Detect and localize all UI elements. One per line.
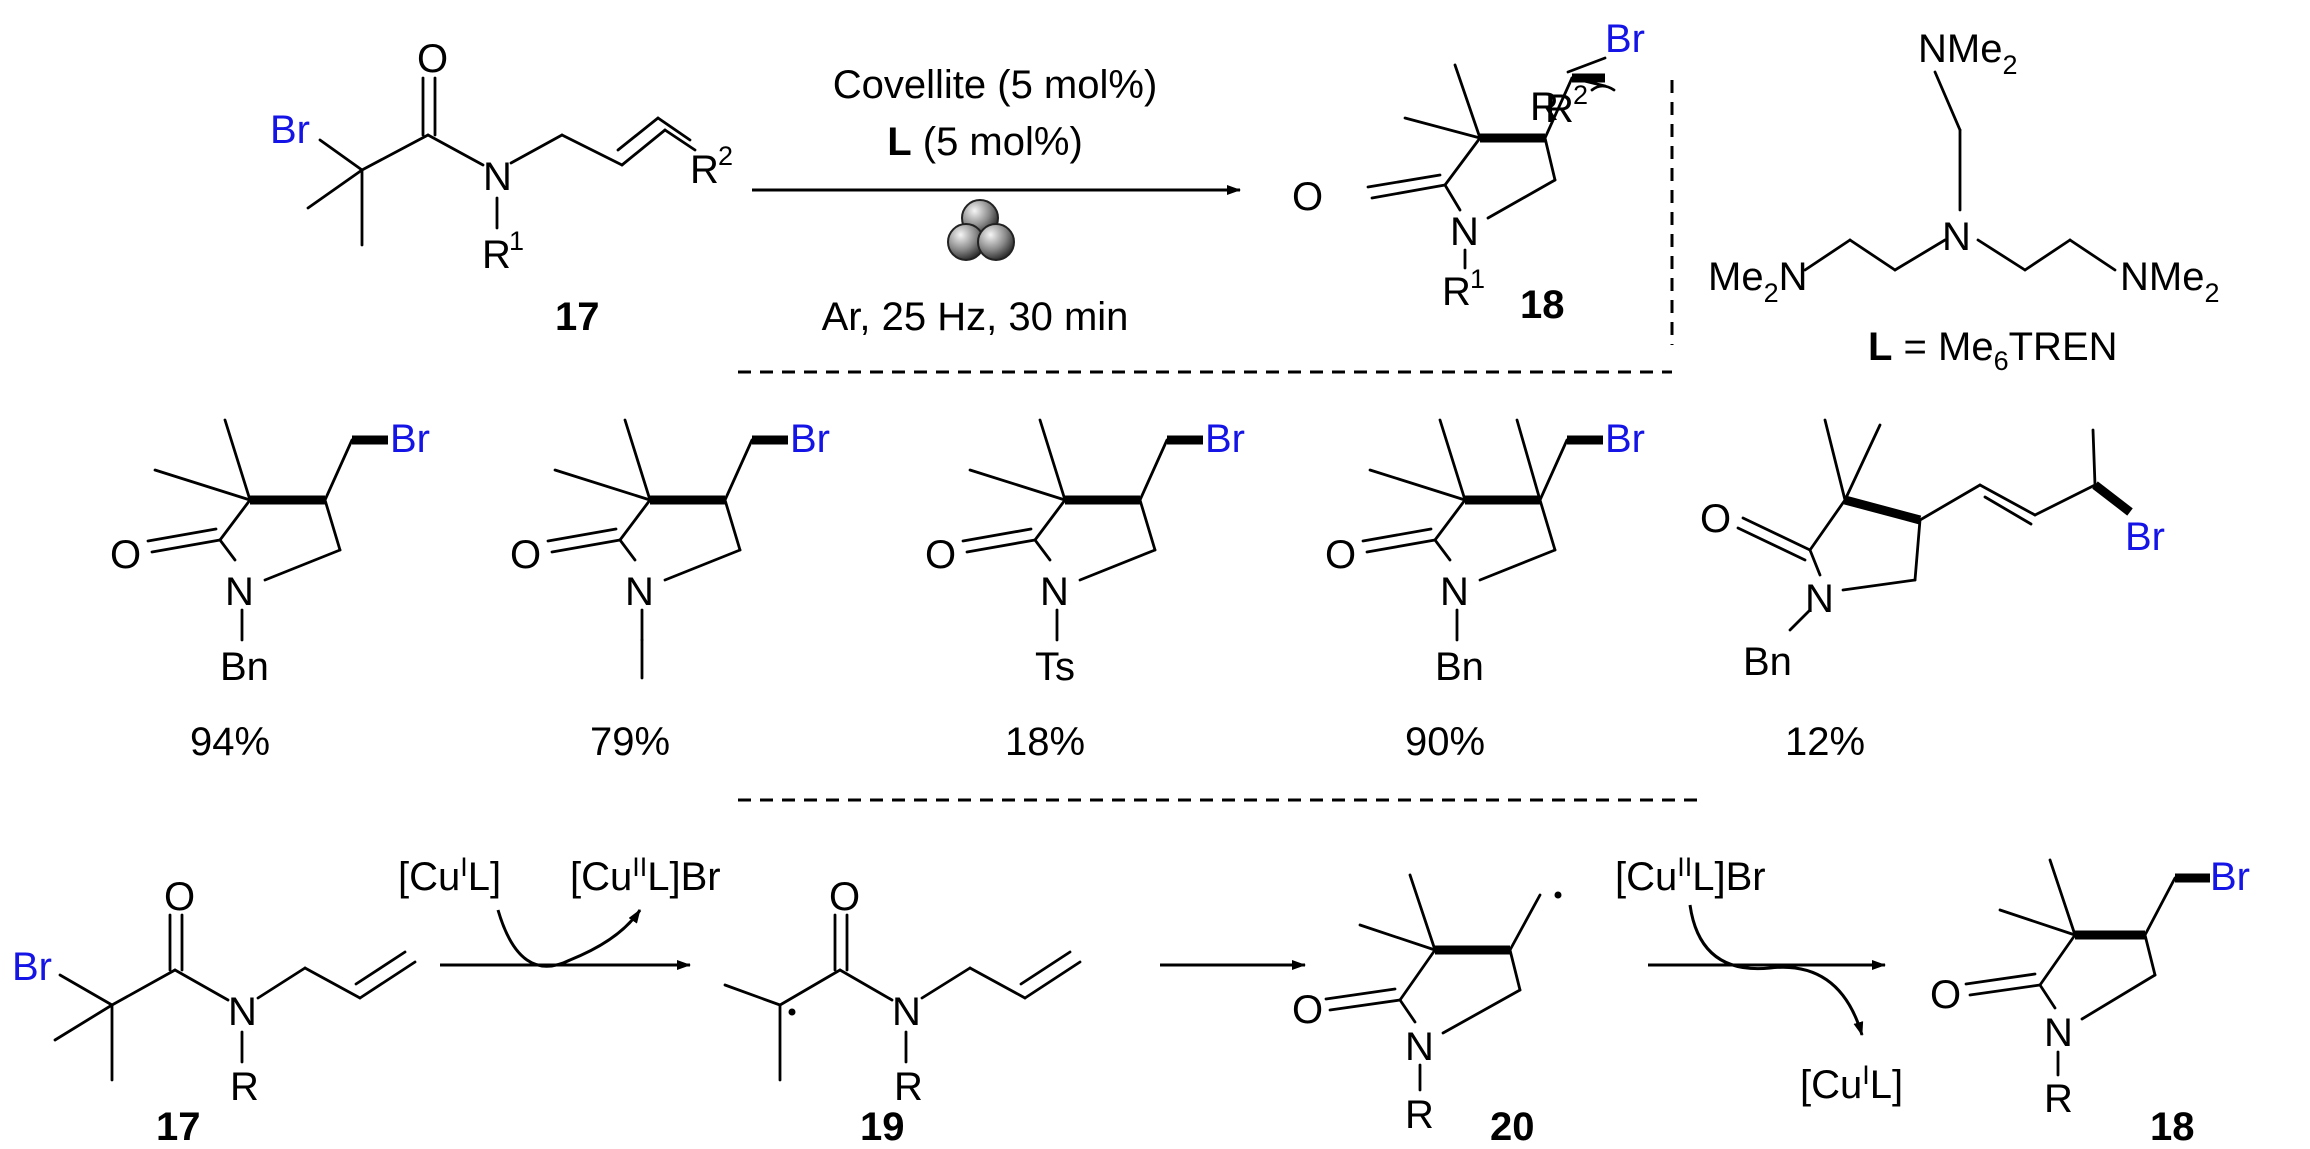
svg-text:N: N [228,990,257,1034]
svg-text:N: N [225,570,254,614]
reactant-17-top: Br O N R 1 R 2 17 [270,37,733,339]
svg-text:O: O [110,533,141,577]
cu-II-label-2: [CuIIL]Br [1615,852,1766,899]
svg-text:2: 2 [718,141,733,171]
svg-text:O: O [925,533,956,577]
cu-I-label-2: [CuIL] [1800,1060,1903,1107]
svg-text:1: 1 [509,226,524,256]
radical-19: O N R 19 [723,875,1082,1149]
svg-text:Me2N: Me2N [1708,255,1808,308]
svg-text:1: 1 [1470,264,1485,294]
catalyst-label: Covellite (5 mol%) [833,63,1158,107]
n-substituent-label: Ts [1035,645,1075,689]
yield-label: 12% [1785,720,1865,764]
n-substituent-label: Bn [1435,645,1484,689]
svg-text:20: 20 [1490,1105,1535,1149]
cu-curved-arrow-2 [1688,904,1864,1036]
mechanism-17: Br O N R 17 [12,875,417,1149]
svg-text:N: N [1440,570,1469,614]
svg-text:Br: Br [12,945,52,989]
oxygen-label: O [417,37,448,81]
ligand-definition: L = Me6TREN [1868,325,2118,376]
nitrogen-label: N [483,155,512,199]
svg-text:NMe2: NMe2 [1918,27,2017,80]
svg-text:R: R [2044,1077,2073,1121]
svg-text:Br: Br [2210,855,2250,899]
n-substituent-label: Bn [220,645,269,689]
svg-text:R: R [230,1065,259,1109]
svg-text:N: N [1450,210,1479,254]
svg-text:Br: Br [2125,515,2165,559]
ligand-condition-label: L (5 mol%) [887,120,1083,164]
svg-text:Br: Br [1205,417,1245,461]
svg-text:O: O [1325,533,1356,577]
ball-mill-icon [947,199,1015,261]
svg-text:N: N [1805,577,1834,621]
svg-text:Br: Br [390,417,430,461]
svg-text:R: R [1442,270,1471,314]
yield-label: 90% [1405,720,1485,764]
cu-I-label: [CuIL] [398,852,501,899]
svg-text:2: 2 [1573,80,1588,110]
product-18-top: O N R 1 Br R R 2 18 [1292,17,1645,327]
radical-20: O N R 20 [1292,873,1562,1149]
svg-text:N: N [625,570,654,614]
cu-II-label: [CuIIL]Br [570,852,721,899]
svg-text:R: R [1530,85,1559,129]
svg-text:Br: Br [1605,417,1645,461]
svg-text:R: R [1405,1093,1434,1137]
atmosphere-label: Ar, 25 Hz, 30 min [822,295,1129,339]
svg-text:O: O [1292,988,1323,1032]
compound-number-17: 17 [555,295,600,339]
svg-text:R: R [894,1065,923,1109]
cu-curved-arrow-1 [496,909,642,968]
svg-text:N: N [2044,1011,2073,1055]
yield-label: 18% [1005,720,1085,764]
yield-label: 94% [190,720,270,764]
svg-text:N: N [1942,215,1971,259]
yield-label: 79% [590,720,670,764]
scope-compound-2: O N Br 79% [510,417,830,764]
svg-text:N: N [1040,570,1069,614]
svg-text:O: O [164,875,195,919]
svg-text:R: R [1545,87,1574,131]
svg-text:O: O [1292,175,1323,219]
product-18-bottom: O N R Br 18 [1930,855,2250,1149]
svg-text:Br: Br [1605,17,1645,61]
svg-text:O: O [1700,497,1731,541]
svg-text:R: R [690,148,719,192]
svg-text:17: 17 [156,1105,201,1149]
n-substituent-label: Bn [1743,640,1792,684]
svg-text:Br: Br [790,417,830,461]
svg-text:N: N [1405,1025,1434,1069]
svg-text:O: O [1930,973,1961,1017]
r-label: R [482,233,511,277]
bromine-label: Br [270,108,310,152]
compound-number-18: 18 [1520,283,1565,327]
svg-text:19: 19 [860,1105,905,1149]
svg-text:18: 18 [2150,1105,2195,1149]
svg-text:N: N [892,990,921,1034]
svg-text:O: O [510,533,541,577]
ligand-me6tren: NMe2 N Me2N NMe2 L = Me6TREN [1708,27,2219,376]
svg-text:O: O [829,875,860,919]
svg-text:NMe2: NMe2 [2120,255,2219,308]
